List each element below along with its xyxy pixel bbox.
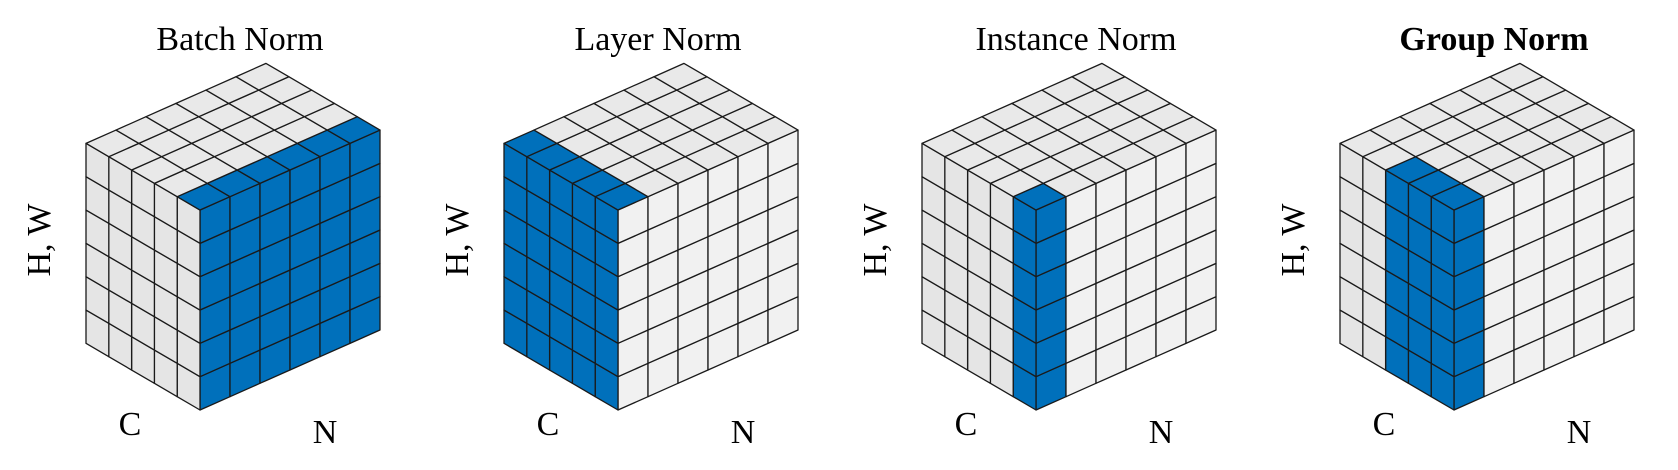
cube-group-norm (1339, 62, 1635, 411)
axis-label-n: N (731, 414, 756, 451)
axis-label-c: C (119, 406, 142, 443)
panel-group-norm: Group Norm H, W C N (1275, 21, 1635, 451)
axis-label-c: C (537, 406, 560, 443)
cube-cell (235, 62, 290, 91)
cube-cell (1489, 62, 1544, 91)
axis-label-n: N (1567, 414, 1592, 451)
axis-label-n: N (313, 414, 338, 451)
panel-batch-norm: Batch Norm H, W C N (21, 21, 381, 451)
cube-layer-norm (503, 62, 799, 411)
cube-instance-norm (921, 62, 1217, 411)
panel-instance-norm: Instance Norm H, W C N (857, 21, 1217, 451)
axis-label-hw: H, W (857, 203, 894, 277)
panel-title: Instance Norm (975, 21, 1176, 58)
panel-title: Layer Norm (574, 21, 741, 58)
cube-cell (653, 62, 708, 91)
cube-batch-norm (85, 62, 381, 411)
cube-cell (1071, 62, 1126, 91)
panel-title: Group Norm (1399, 21, 1588, 58)
axis-label-c: C (1373, 406, 1396, 443)
axis-label-n: N (1149, 414, 1174, 451)
axis-label-hw: H, W (1275, 203, 1312, 277)
axis-label-hw: H, W (21, 203, 58, 277)
panel-layer-norm: Layer Norm H, W C N (439, 21, 799, 451)
axis-label-c: C (955, 406, 978, 443)
axis-label-hw: H, W (439, 203, 476, 277)
panel-title: Batch Norm (156, 21, 323, 58)
